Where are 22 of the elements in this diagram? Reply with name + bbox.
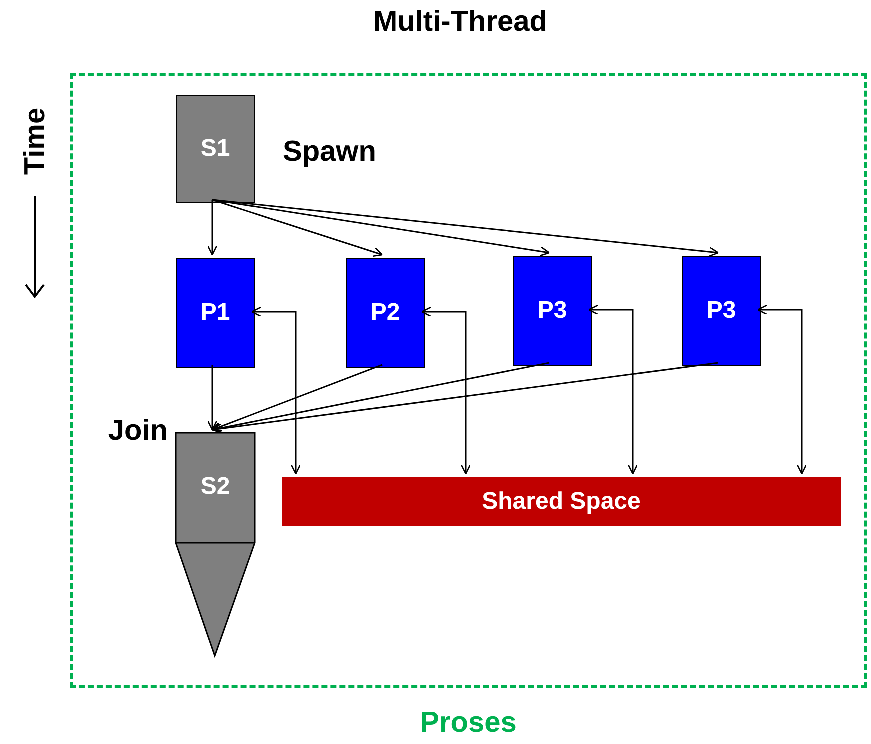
arrow: [212, 362, 550, 434]
arrow: [588, 304, 638, 475]
shared-memory-bar: Shared Space: [282, 477, 841, 526]
arrow: [212, 199, 384, 258]
arrow: [207, 365, 218, 431]
node-caption: Spawn: [283, 136, 376, 169]
thread-box: P3: [682, 256, 761, 366]
arrow: [212, 362, 719, 434]
node-label: S2: [200, 473, 230, 501]
diagram-title: Multi-Thread: [372, 6, 548, 39]
thread-box: P2: [346, 258, 425, 368]
axis-label: Time: [20, 106, 52, 178]
arrow: [757, 304, 808, 475]
arrow: [251, 306, 302, 475]
thread-box: P3: [513, 256, 592, 366]
arrow: [207, 200, 218, 256]
arrow: [212, 364, 383, 432]
node-caption: Join: [108, 415, 168, 448]
frame-label: Proses: [419, 707, 518, 740]
arrow: [212, 199, 720, 258]
thread-box: P1: [176, 258, 255, 368]
arrow: [421, 306, 472, 475]
